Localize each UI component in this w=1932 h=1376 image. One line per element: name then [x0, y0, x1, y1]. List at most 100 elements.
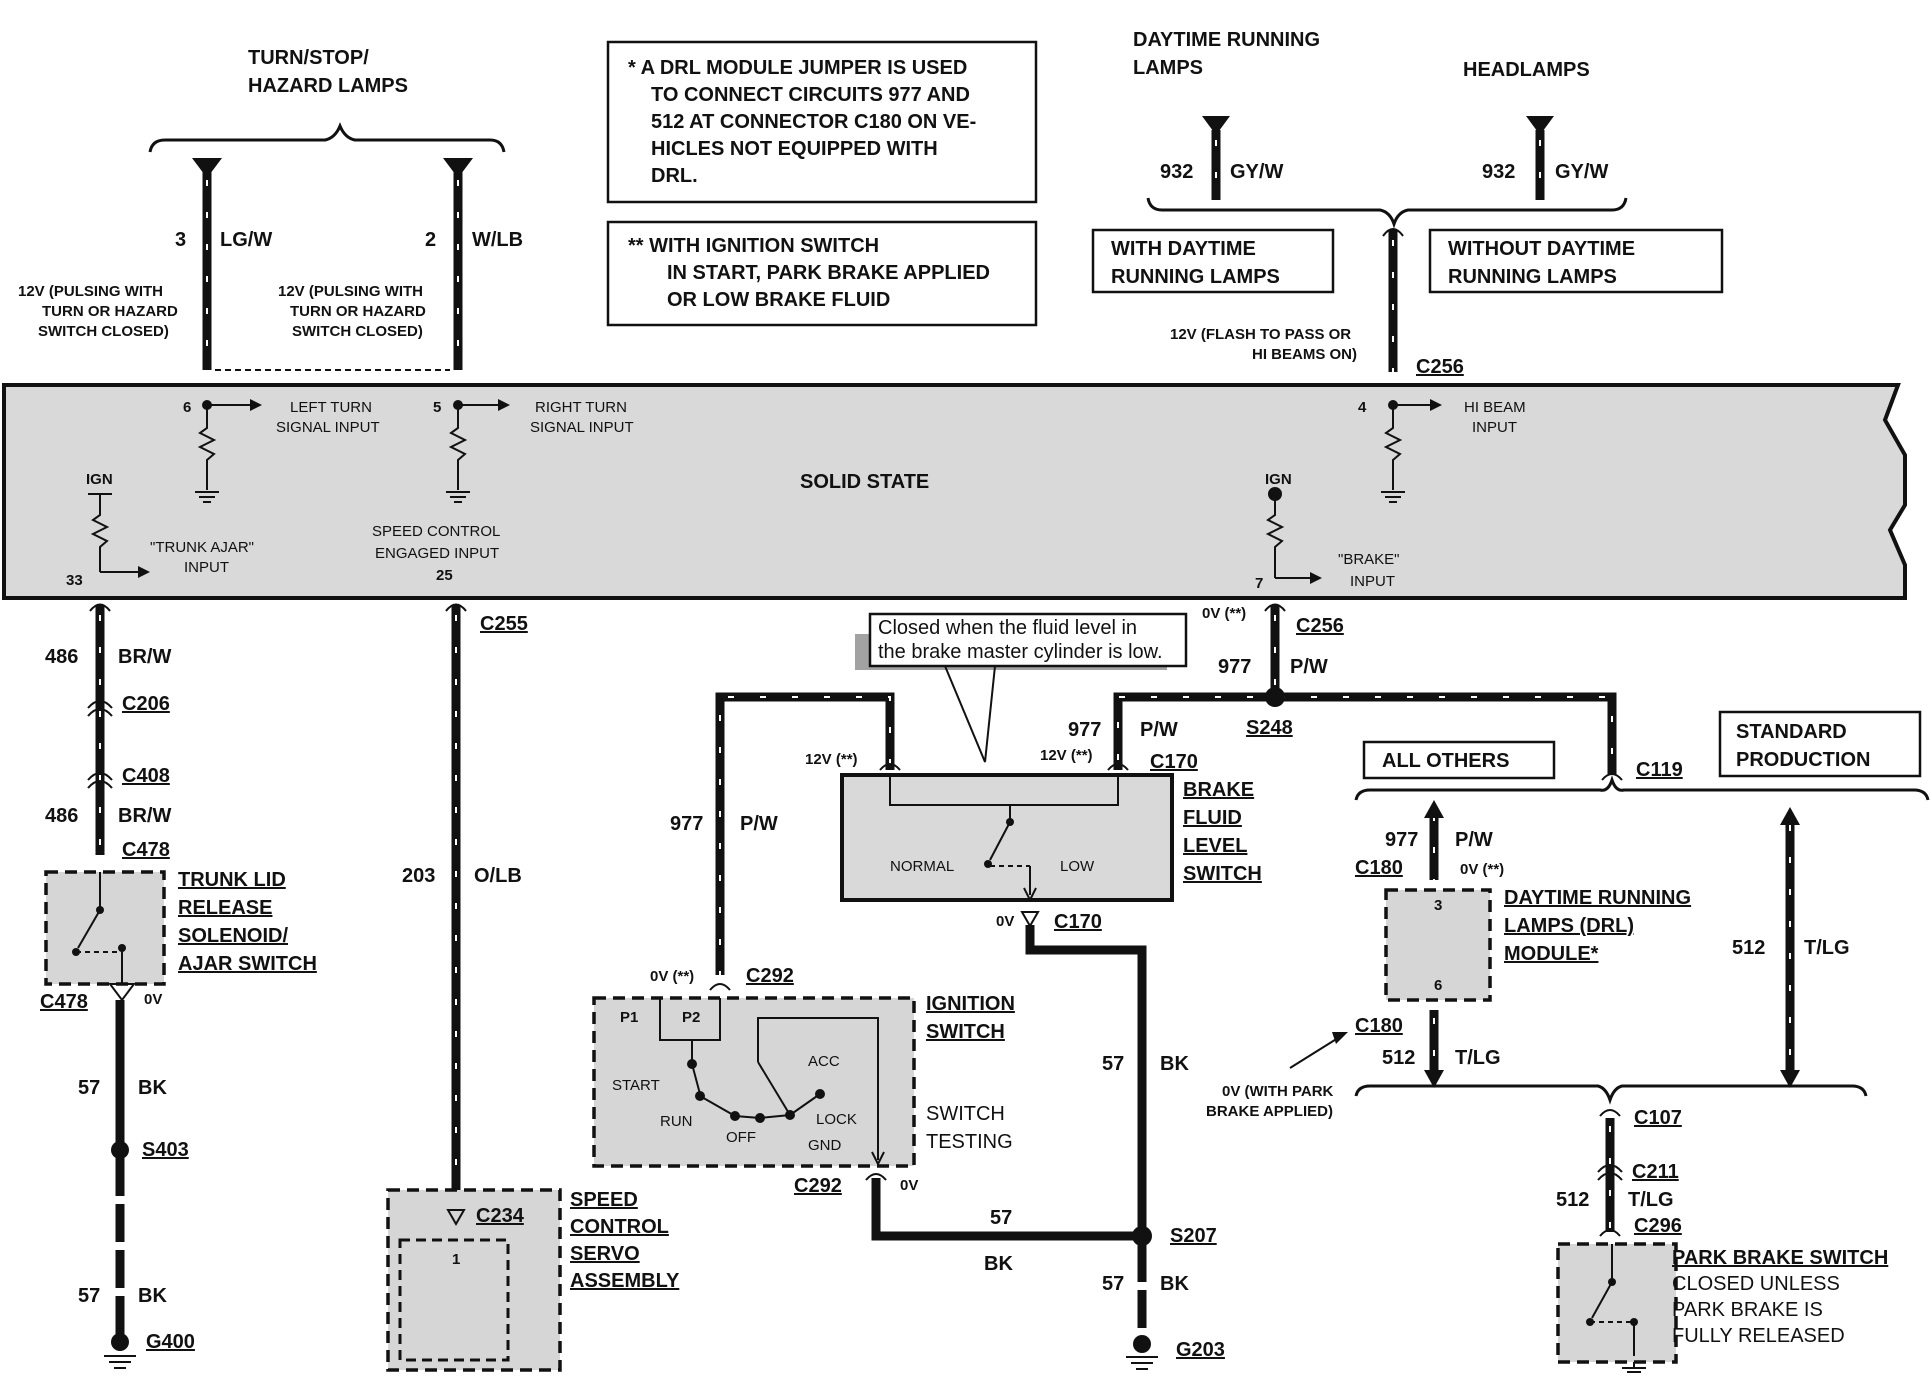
pulse-note-left-2: TURN OR HAZARD [42, 303, 178, 320]
wire-3-color: LG/W [220, 229, 272, 251]
servo-label-4: ASSEMBLY [570, 1270, 680, 1292]
wire-977d-num: 977 [1385, 829, 1418, 851]
drl-title-2: LAMPS [1133, 57, 1203, 79]
conn-c292-bottom: C292 [794, 1175, 842, 1197]
ign-off: OFF [726, 1129, 756, 1146]
wire-512b-num: 512 [1732, 937, 1765, 959]
c107-bracket [1354, 1084, 1868, 1105]
conn-s207: S207 [1170, 1225, 1217, 1247]
splice-s248 [1265, 687, 1285, 707]
park-brake-switch-symbol [1586, 1244, 1646, 1373]
without-drl-1: WITHOUT DAYTIME [1448, 238, 1635, 260]
conn-c206: C206 [122, 693, 170, 715]
wire-977c-color: P/W [740, 813, 778, 835]
all-others-box [1362, 740, 1556, 780]
headlamp-arrow [1526, 116, 1554, 135]
speed-control-label-2: ENGAGED INPUT [375, 545, 499, 562]
conn-c107: C107 [1634, 1107, 1682, 1129]
v0-star-c180: 0V (**) [1460, 861, 1504, 878]
splice-s403 [111, 1141, 129, 1159]
v0-park-1: 0V (WITH PARK [1222, 1083, 1334, 1100]
drl-note-line-2: TO CONNECT CIRCUITS 977 AND [651, 84, 970, 106]
brake-input-label-2: INPUT [1350, 573, 1395, 590]
ign-label-left: IGN [86, 471, 113, 488]
drl-977-arrow [1424, 800, 1444, 818]
drl-512-arrow [1424, 1070, 1444, 1088]
wire-57a-color: BK [138, 1077, 167, 1099]
drl-headlamp-bracket [1146, 197, 1628, 229]
c256-top-conn [1382, 228, 1404, 237]
pulse-note-right-1: 12V (PULSING WITH [278, 283, 423, 300]
ignition-note-box [606, 220, 1038, 327]
wire-486b-color: BR/W [118, 805, 171, 827]
wire-512c-num: 512 [1556, 1189, 1589, 1211]
pin-6: 6 [183, 399, 191, 416]
pulse-note-left-3: SWITCH CLOSED) [38, 323, 169, 340]
with-drl-2: RUNNING LAMPS [1111, 266, 1280, 288]
ignition-switch [592, 996, 916, 1168]
all-others-label: ALL OTHERS [1382, 750, 1509, 772]
wire-932b-num: 932 [1482, 161, 1515, 183]
conn-c292-top: C292 [746, 965, 794, 987]
conn-c180-bottom: C180 [1355, 1015, 1403, 1037]
wire-2-color: W/LB [472, 229, 523, 251]
servo-label-3: SERVO [570, 1243, 640, 1265]
drl-note-line-3: 512 AT CONNECTOR C180 ON VE- [651, 111, 976, 133]
wire-57-ignition [871, 1178, 1142, 1241]
ign-note-line-1: ** WITH IGNITION SWITCH [628, 235, 879, 257]
ign-p2: P2 [682, 1009, 700, 1026]
drl-lamp-arrow [1202, 116, 1230, 135]
pulse-note-left-1: 12V (PULSING WITH [18, 283, 163, 300]
conn-c180-top: C180 [1355, 857, 1403, 879]
conn-c170-bottom: C170 [1054, 911, 1102, 933]
conn-c478-bottom: C478 [40, 991, 88, 1013]
right-turn-input-circuit [446, 399, 510, 503]
std-512-arrow-down [1780, 1070, 1800, 1088]
c408-mark [87, 772, 113, 789]
ign-run: RUN [660, 1113, 693, 1130]
brake-fluid-label-3: LEVEL [1183, 835, 1247, 857]
ign-start: START [612, 1077, 660, 1094]
park-brake-label-4: FULLY RELEASED [1672, 1325, 1845, 1347]
conn-c256-bottom: C256 [1296, 615, 1344, 637]
conn-c255: C255 [480, 613, 528, 635]
ign-label-right: IGN [1265, 471, 1292, 488]
brake-input-circuit [1265, 487, 1322, 584]
left-turn-label-2: SIGNAL INPUT [276, 419, 380, 436]
wire-57d-color: BK [984, 1253, 1013, 1275]
ground-g400-icon [104, 1333, 136, 1369]
standard-2: PRODUCTION [1736, 749, 1870, 771]
drl-module-label-1: DAYTIME RUNNING [1504, 887, 1691, 909]
servo-inner-box [398, 1238, 510, 1362]
wire-486b-num: 486 [45, 805, 78, 827]
pin-4: 4 [1358, 399, 1367, 416]
wire-512a-color: T/LG [1455, 1047, 1501, 1069]
ign-p1: P1 [620, 1009, 638, 1026]
ground-g203-icon [1126, 1335, 1158, 1370]
turn-stop-title-2: HAZARD LAMPS [248, 75, 408, 97]
trunk-label-3: SOLENOID/ [178, 925, 288, 947]
brake-fluid-level-switch [840, 773, 1174, 902]
trunk-label-1: TRUNK LID [178, 869, 286, 891]
without-drl-box [1428, 228, 1724, 294]
wire-486a-color: BR/W [118, 646, 171, 668]
park-brake-label-3: PARK BRAKE IS [1672, 1299, 1823, 1321]
wire-57b-color: BK [138, 1285, 167, 1307]
pin-5: 5 [433, 399, 441, 416]
callout-pointer [944, 665, 996, 763]
drl-note-line-5: DRL. [651, 165, 698, 187]
wire-57b-num: 57 [78, 1285, 100, 1307]
wire-977d-color: P/W [1455, 829, 1493, 851]
callout-line-1: Closed when the fluid level in [878, 617, 1137, 639]
pulse-note-right-3: SWITCH CLOSED) [292, 323, 423, 340]
v0-c478: 0V [144, 991, 162, 1008]
brake-fluid-label-4: SWITCH [1183, 863, 1262, 885]
without-drl-2: RUNNING LAMPS [1448, 266, 1617, 288]
v0-gnd: 0V [900, 1177, 918, 1194]
flash-note-1: 12V (FLASH TO PASS OR [1170, 326, 1351, 343]
trunk-ajar-label-1: "TRUNK AJAR" [150, 539, 254, 556]
drl-title-1: DAYTIME RUNNING [1133, 29, 1320, 51]
brake-fluid-switch-symbol [889, 775, 1119, 903]
v0-star-c292: 0V (**) [650, 968, 694, 985]
trunk-switch-symbol [72, 872, 126, 985]
